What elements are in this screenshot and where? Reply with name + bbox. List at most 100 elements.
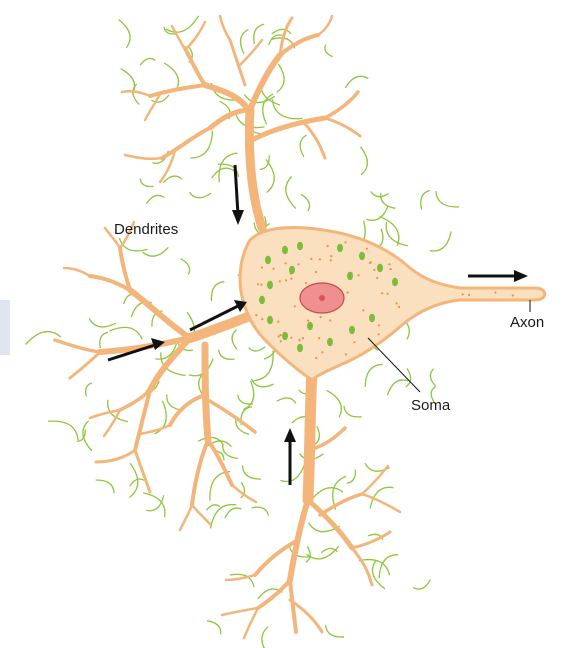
presynaptic-fiber	[346, 469, 357, 484]
presynaptic-fiber	[262, 93, 274, 125]
presynaptic-fiber	[369, 486, 394, 509]
presynaptic-fiber	[132, 83, 140, 105]
presynaptic-fiber	[139, 178, 154, 188]
signal-arrows	[107, 164, 528, 485]
presynaptic-fiber	[300, 193, 311, 212]
soma-label: Soma	[411, 397, 451, 414]
cytoplasm-dot	[362, 309, 365, 312]
cytoplasm-dot	[344, 353, 348, 356]
presynaptic-fiber	[107, 399, 129, 423]
presynaptic-fiber	[364, 363, 383, 387]
presynaptic-fiber	[139, 57, 156, 66]
soma-body	[238, 225, 547, 382]
arrow-top	[232, 164, 244, 225]
cytoplasm-dot	[256, 283, 260, 286]
soma-leader-line	[367, 337, 421, 393]
presynaptic-fiber	[251, 506, 270, 516]
cytoplasm-dot	[357, 274, 360, 277]
synaptic-bouton	[267, 280, 273, 290]
arrow-axon	[468, 270, 528, 282]
presynaptic-fiber	[154, 400, 167, 435]
dendrite-branches	[53, 14, 402, 640]
presynaptic-fiber	[205, 440, 232, 448]
cytoplasm-dot	[298, 339, 301, 342]
neuron	[53, 14, 547, 640]
presynaptic-fiber	[250, 378, 274, 388]
cytoplasm-dot	[272, 267, 275, 270]
cytoplasm-dot	[377, 324, 380, 327]
cytoplasm-dot	[310, 257, 313, 260]
synaptic-bouton	[265, 255, 271, 265]
presynaptic-fiber	[343, 405, 362, 418]
presynaptic-fiber	[205, 504, 221, 511]
presynaptic-fiber	[412, 579, 431, 590]
cytoplasm-dot	[353, 341, 356, 344]
presynaptic-fiber	[224, 507, 242, 519]
presynaptic-fiber	[240, 482, 246, 499]
synaptic-bouton	[282, 245, 288, 255]
presynaptic-fiber	[143, 492, 166, 518]
presynaptic-fiber	[188, 358, 214, 377]
presynaptic-fiber	[370, 191, 390, 198]
presynaptic-fiber	[190, 130, 214, 159]
synaptic-bouton	[392, 277, 398, 287]
cytoplasm-dot	[297, 263, 300, 266]
presynaptic-fiber	[243, 380, 255, 411]
presynaptic-fiber	[265, 159, 275, 194]
presynaptic-fiber	[237, 394, 253, 405]
cytoplasm-dot	[261, 318, 264, 321]
presynaptic-fiber	[118, 237, 148, 252]
cytoplasm-dot	[278, 280, 281, 283]
cytoplasm-dot	[290, 336, 293, 339]
presynaptic-fiber	[88, 317, 117, 328]
presynaptic-fiber	[165, 15, 200, 33]
presynaptic-fiber	[285, 176, 297, 209]
presynaptic-fiber	[128, 462, 139, 499]
presynaptic-fiber	[366, 205, 389, 221]
synaptic-bouton	[297, 241, 303, 251]
presynaptic-fiber	[268, 34, 283, 46]
presynaptic-fiber	[25, 330, 62, 345]
presynaptic-fiber	[324, 44, 333, 58]
cytoplasm-dot	[511, 294, 514, 297]
cytoplasm-dot	[461, 293, 464, 296]
arrow-bottom	[284, 428, 296, 485]
presynaptic-fiber	[145, 194, 165, 205]
presynaptic-fiber	[358, 558, 391, 576]
nucleolus	[319, 295, 325, 301]
presynaptic-fiber	[206, 620, 222, 635]
presynaptic-fiber	[162, 175, 183, 184]
cytoplasm-dot	[468, 293, 471, 296]
synaptic-bouton	[327, 337, 333, 347]
presynaptic-fiber	[276, 397, 297, 404]
cytoplasm-dot	[277, 320, 280, 323]
cytoplasm-dot	[285, 279, 288, 282]
cytoplasm-dot	[277, 335, 280, 338]
presynaptic-fiber	[320, 547, 338, 554]
presynaptic-fiber	[129, 478, 145, 487]
presynaptic-fiber	[198, 436, 225, 446]
presynaptic-fiber	[271, 99, 303, 120]
presynaptic-fiber	[48, 420, 79, 440]
presynaptic-fiber	[430, 386, 436, 403]
presynaptic-fiber	[163, 26, 177, 35]
synaptic-bouton	[297, 343, 303, 353]
cytoplasm-dot	[386, 292, 389, 295]
presynaptic-fiber	[261, 626, 269, 648]
presynaptic-fiber	[371, 559, 386, 590]
cytoplasm-dot	[293, 305, 296, 308]
presynaptic-fiber	[271, 28, 292, 35]
arrow-left-upper	[189, 300, 247, 332]
page-edge-tab	[0, 300, 10, 355]
cytoplasm-dot	[346, 291, 349, 294]
cytoplasm-dot	[344, 241, 347, 244]
synaptic-bouton	[349, 325, 355, 335]
presynaptic-fiber	[324, 625, 345, 638]
cytoplasm-dot	[368, 261, 372, 265]
presynaptic-fiber	[188, 191, 212, 199]
presynaptic-fiber	[299, 134, 307, 158]
presynaptic-fiber	[276, 63, 285, 93]
presynaptic-fiber	[367, 533, 384, 540]
presynaptic-fiber	[210, 281, 225, 302]
